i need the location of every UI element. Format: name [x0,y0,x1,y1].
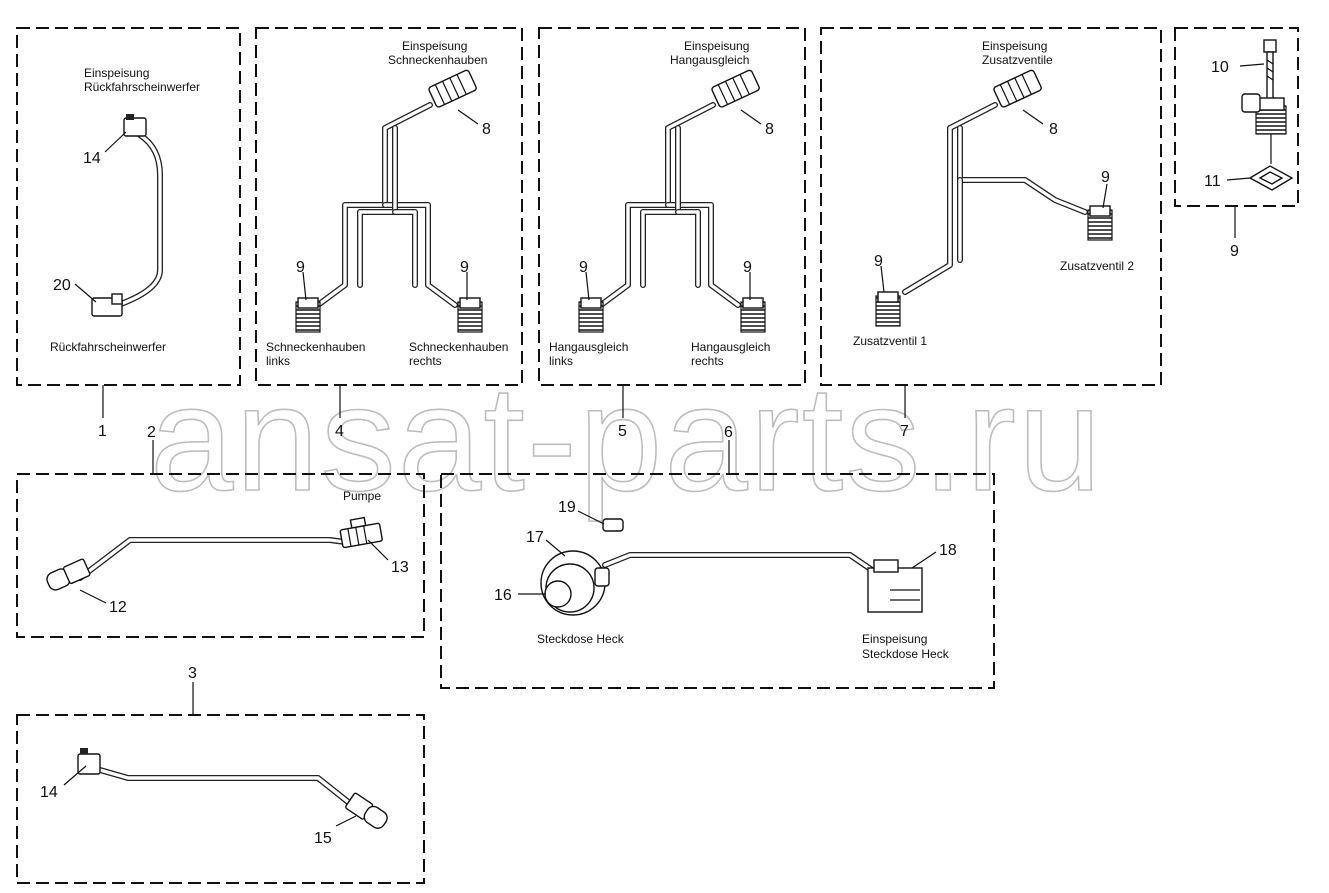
label-einspeisung: Einspeisung [862,632,927,646]
callout-9: 9 [460,259,469,276]
label-left: links [266,354,290,368]
callout-9: 9 [1101,169,1110,186]
label-feed-slope-compensation: Hangausgleich [670,53,749,67]
label-left: links [549,354,573,368]
harness-slope-compensation [578,69,766,333]
callout-8: 8 [482,121,491,138]
callout-18: 18 [939,542,957,559]
callout-10: 10 [1211,59,1229,76]
label-einspeisung: Einspeisung [84,66,149,80]
callout-8: 8 [765,121,774,138]
label-right: rechts [691,354,724,368]
callout-17: 17 [526,529,544,546]
label-einspeisung: Einspeisung [684,39,749,53]
coil-plug-assembly [1241,39,1294,191]
group-box-9 [1174,27,1299,207]
label-feed-additional-valves: Zusatzventile [982,53,1053,67]
group-box-5 [538,27,806,386]
callout-14: 14 [40,784,58,801]
callout-9: 9 [296,259,305,276]
callout-9: 9 [743,259,752,276]
label-slope-right: Hangausgleich [691,340,770,354]
callout-15: 15 [314,830,332,847]
harness-extension [77,748,388,829]
harness-additional-valves [875,69,1113,327]
group-number-3: 3 [188,665,197,682]
group-box-7 [820,27,1162,386]
harness-auger-hoods [295,69,483,333]
group-box-1 [16,27,241,386]
label-feed-auger-hoods: Schneckenhauben [388,53,487,67]
group-number-1: 1 [98,423,107,440]
group-box-3 [16,714,425,884]
callout-13: 13 [391,559,409,576]
label-auger-hood-right: Schneckenhauben [409,340,508,354]
label-right: rechts [409,354,442,368]
group-number-9: 9 [1230,243,1239,260]
harness-reversing-light [91,114,163,317]
label-pump: Pumpe [343,489,381,503]
harness-rear-socket [540,518,923,616]
callout-16: 16 [494,587,512,604]
label-valve-2: Zusatzventil 2 [1060,259,1134,273]
label-einspeisung: Einspeisung [402,39,467,53]
callout-9: 9 [579,259,588,276]
callout-14: 14 [83,150,101,167]
group-number-6: 6 [724,424,733,441]
watermark: ansat-parts.ru [150,354,1103,522]
group-number-7: 7 [900,423,909,440]
harness-pump [46,516,383,591]
callout-11: 11 [1204,173,1221,190]
group-number-2: 2 [147,424,156,441]
group-number-5: 5 [618,423,627,440]
label-reversing-light: Rückfahrscheinwerfer [50,340,166,354]
callout-20: 20 [53,277,71,294]
label-einspeisung: Einspeisung [982,39,1047,53]
group-box-4 [255,27,523,386]
group-number-4: 4 [335,423,344,440]
group-box-6 [440,473,995,689]
callout-19: 19 [558,499,576,516]
callout-8: 8 [1049,121,1058,138]
label-feed-rear-socket: Steckdose Heck [862,647,950,661]
label-valve-1: Zusatzventil 1 [853,334,927,348]
label-auger-hood-left: Schneckenhauben [266,340,365,354]
label-rear-socket: Steckdose Heck [537,632,625,646]
label-slope-left: Hangausgleich [549,340,628,354]
label-feed-reversing-light: Rückfahrscheinwerfer [84,80,200,94]
callout-9: 9 [874,253,883,270]
callout-12: 12 [109,599,127,616]
